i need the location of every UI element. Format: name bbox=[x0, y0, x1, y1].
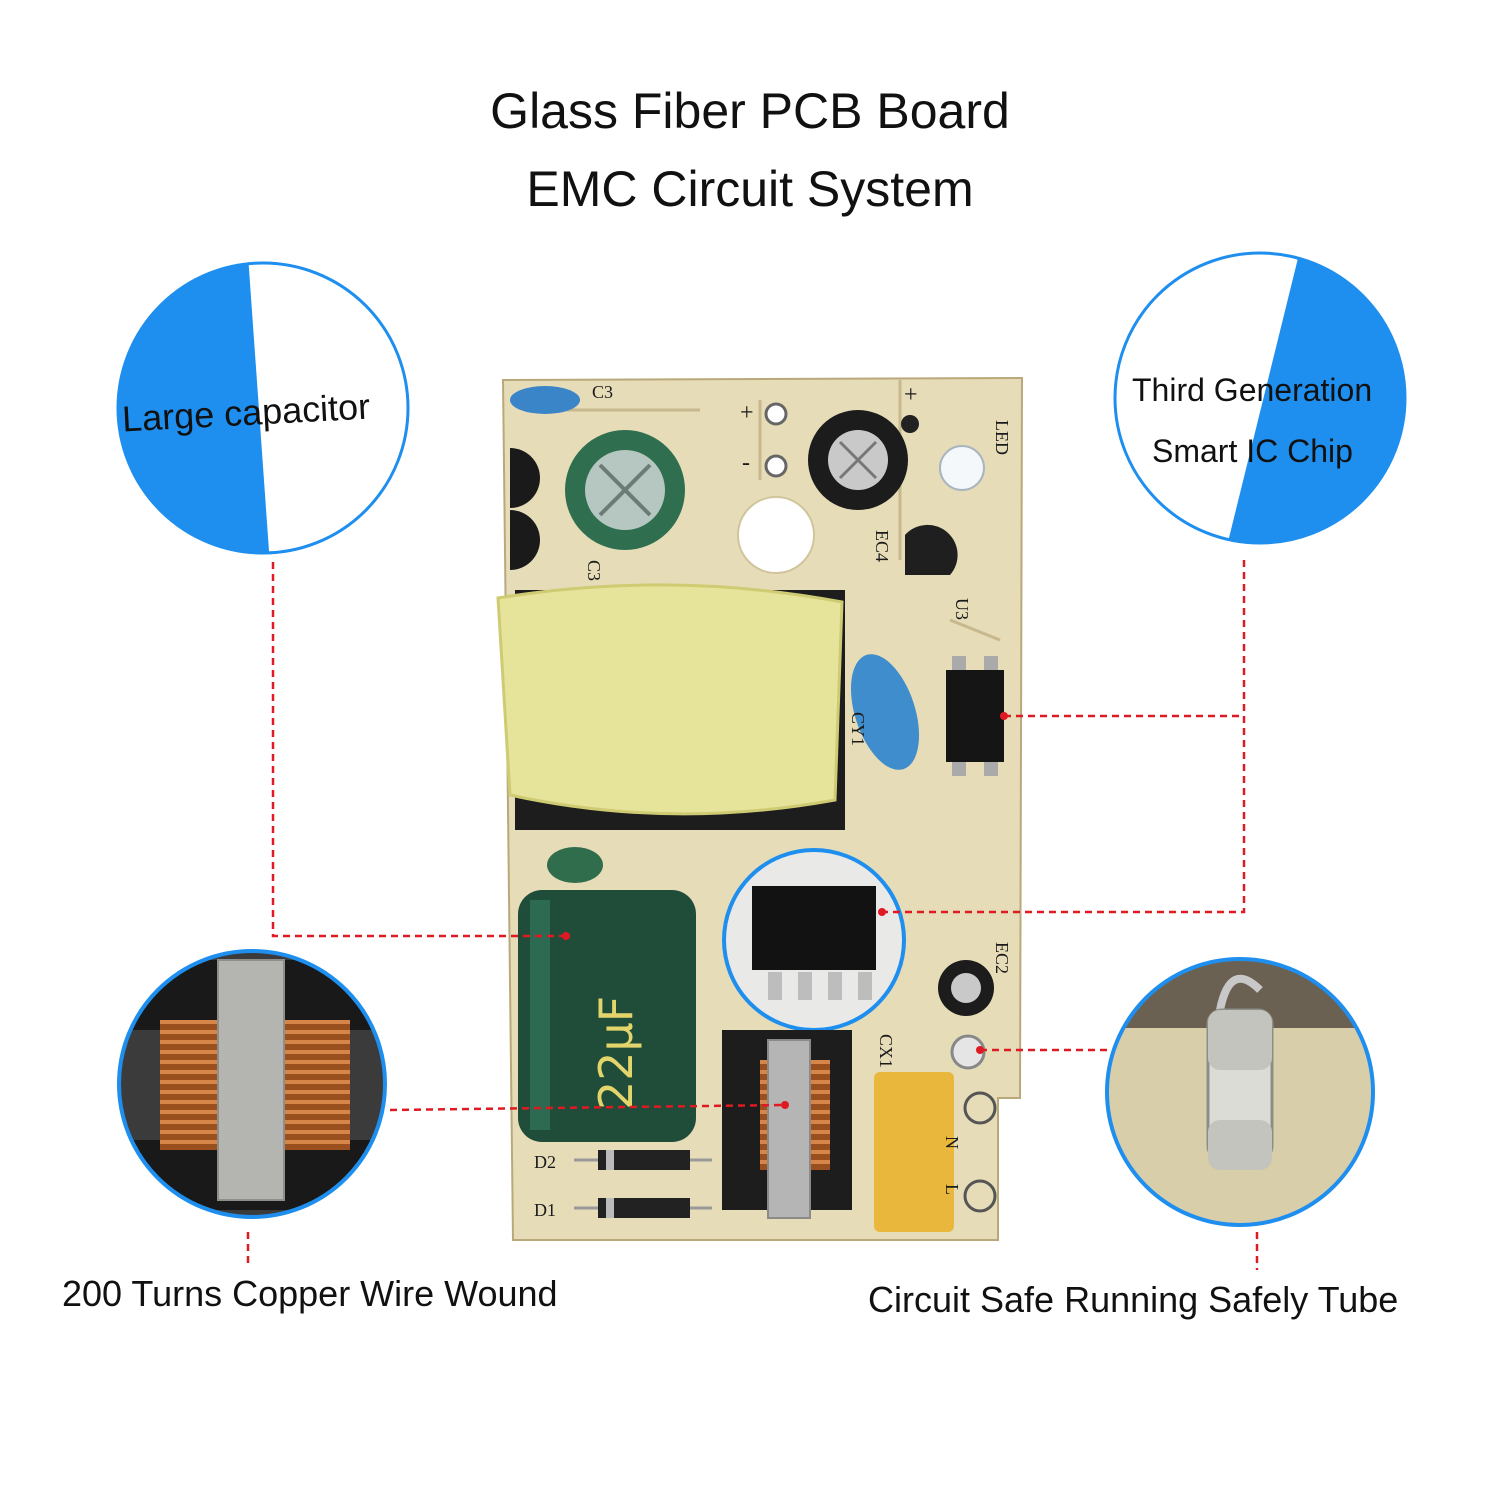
optocoupler-chip bbox=[946, 670, 1004, 762]
ic-chip-callout bbox=[1113, 251, 1407, 545]
large-capacitor-callout bbox=[116, 261, 410, 555]
copper-wire-caption: 200 Turns Copper Wire Wound bbox=[62, 1273, 558, 1314]
common-mode-choke bbox=[722, 1030, 852, 1219]
capacitor-value-label: 22μF bbox=[589, 996, 643, 1110]
ic-chip-label-line-2: Smart IC Chip bbox=[1152, 433, 1353, 469]
label-cy1: CY1 bbox=[848, 712, 868, 746]
metal-strip bbox=[217, 959, 285, 1201]
diode-d1 bbox=[598, 1198, 690, 1218]
pcb-board bbox=[496, 376, 1024, 1241]
small-blue-capacitor bbox=[510, 386, 580, 414]
label-c3-side: C3 bbox=[584, 560, 604, 581]
label-cx1: CX1 bbox=[876, 1034, 896, 1068]
label-d1: D1 bbox=[534, 1200, 556, 1220]
title-line-1: Glass Fiber PCB Board bbox=[490, 83, 1010, 139]
label-plus-a: + bbox=[740, 400, 754, 426]
label-plus-b: + bbox=[904, 382, 918, 408]
large-electrolytic-capacitor bbox=[518, 890, 696, 1142]
label-l: L bbox=[942, 1184, 962, 1195]
label-minus-a: - bbox=[742, 450, 750, 476]
x-capacitor bbox=[874, 1072, 954, 1232]
ic-chip-label-line-1: Third Generation bbox=[1132, 372, 1373, 408]
label-n: N bbox=[942, 1136, 962, 1149]
safety-tube-caption: Circuit Safe Running Safely Tube bbox=[868, 1279, 1399, 1320]
transformer bbox=[496, 583, 845, 830]
label-ec2: EC2 bbox=[992, 942, 1012, 974]
label-c3-top: C3 bbox=[592, 382, 613, 402]
smart-ic-chip bbox=[752, 886, 876, 970]
label-u3: U3 bbox=[952, 598, 972, 620]
leader-lines bbox=[246, 560, 1259, 1270]
label-d2: D2 bbox=[534, 1152, 556, 1172]
label-ec4: EC4 bbox=[872, 530, 892, 562]
blue-y-capacitor bbox=[850, 654, 920, 770]
safety-tube-callout bbox=[1105, 957, 1375, 1227]
transistor-shape bbox=[510, 448, 540, 508]
led bbox=[939, 445, 985, 491]
title-line-2: EMC Circuit System bbox=[526, 161, 974, 217]
diode-d2 bbox=[598, 1150, 690, 1170]
label-led: LED bbox=[992, 420, 1012, 455]
copper-wire-callout bbox=[117, 949, 387, 1219]
